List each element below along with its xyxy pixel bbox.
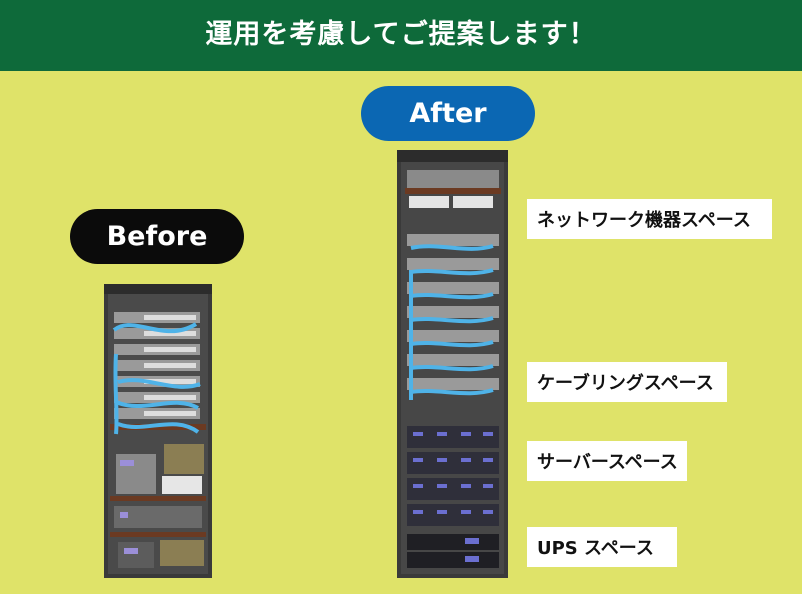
server-space-label: サーバースペース xyxy=(527,441,687,481)
header-title: 運用を考慮してご提案します！ xyxy=(205,19,597,50)
before-rack-illustration xyxy=(104,284,212,578)
after-rack-illustration xyxy=(397,150,508,578)
header-banner: 運用を考慮してご提案します！ xyxy=(0,0,802,71)
cabling-space-label: ケーブリングスペース xyxy=(527,362,727,402)
before-badge: Before xyxy=(70,209,244,264)
network-space-label: ネットワーク機器スペース xyxy=(527,199,772,239)
ups-space-label: UPS スペース xyxy=(527,527,677,567)
after-badge: After xyxy=(361,86,535,141)
